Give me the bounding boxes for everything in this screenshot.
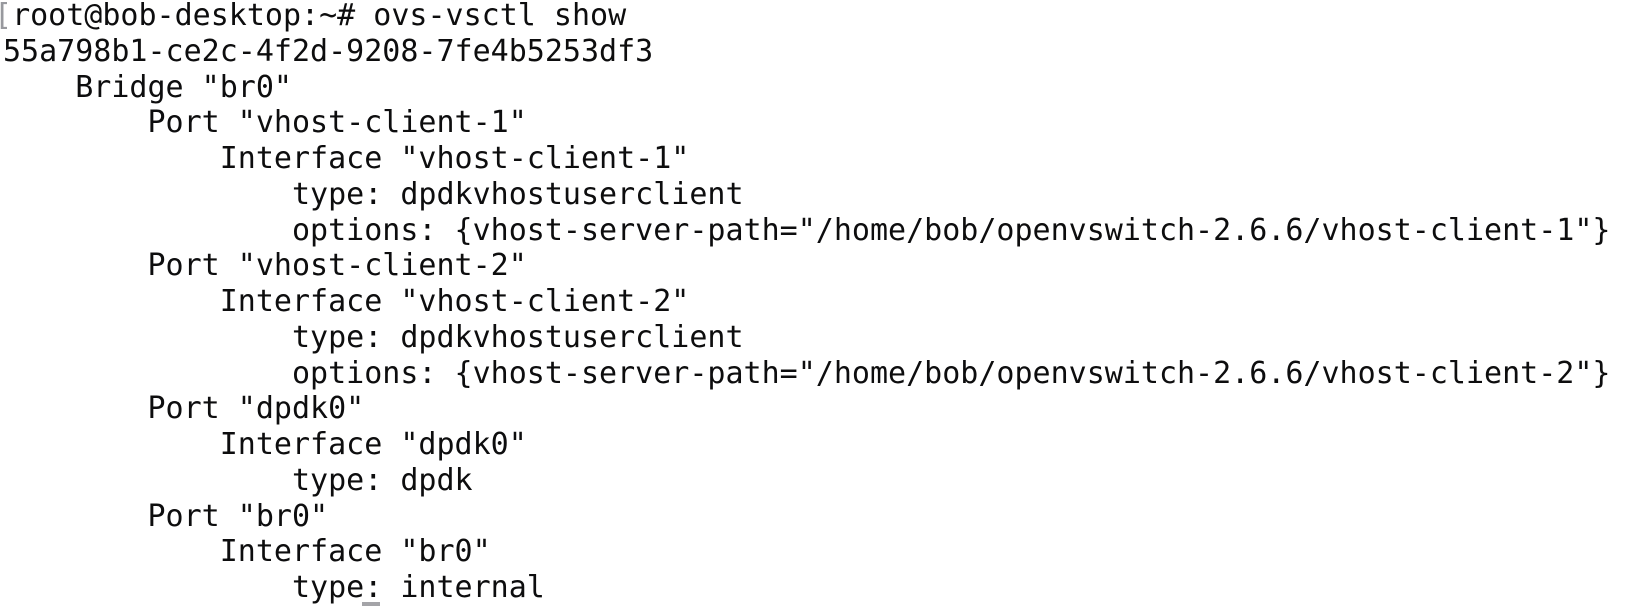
output-line-bridge: Bridge "br0"	[3, 69, 292, 105]
shell-command: ovs-vsctl show	[373, 0, 627, 33]
output-line-interface-dpdk0: Interface "dpdk0"	[3, 427, 527, 462]
output-line-port-dpdk0: Port "dpdk0"	[3, 391, 365, 427]
output-line-port-vhost-client-1: Port "vhost-client-1"	[3, 105, 527, 141]
output-line-uuid: 55a798b1-ce2c-4f2d-9208-7fe4b5253df3	[3, 33, 654, 69]
output-line-interface-vhost-client-1: Interface "vhost-client-1"	[3, 141, 690, 176]
terminal-cursor	[362, 602, 380, 606]
output-line-options-vhost-client-2: options: {vhost-server-path="/home/bob/o…	[3, 355, 1611, 391]
output-line-port-vhost-client-2: Port "vhost-client-2"	[3, 248, 527, 284]
prompt-line: [root@bob-desktop:~# ovs-vsctl show	[0, 0, 1640, 34]
output-line-port-br0: Port "br0"	[3, 498, 329, 534]
output-line-type-vhost-client-1: type: dpdkvhostuserclient	[3, 176, 744, 212]
overflow-bracket: [	[0, 0, 12, 33]
output-line-type-vhost-client-2: type: dpdkvhostuserclient	[3, 319, 744, 355]
output-line-interface-br0: Interface "br0"	[3, 534, 491, 570]
output-line-type-dpdk0: type: dpdk	[3, 462, 473, 498]
shell-prompt: root@bob-desktop:~#	[12, 0, 356, 33]
output-line-type-br0: type: internal	[3, 570, 545, 605]
output-line-interface-vhost-client-2: Interface "vhost-client-2"	[3, 284, 690, 319]
output-line-options-vhost-client-1: options: {vhost-server-path="/home/bob/o…	[3, 212, 1611, 248]
